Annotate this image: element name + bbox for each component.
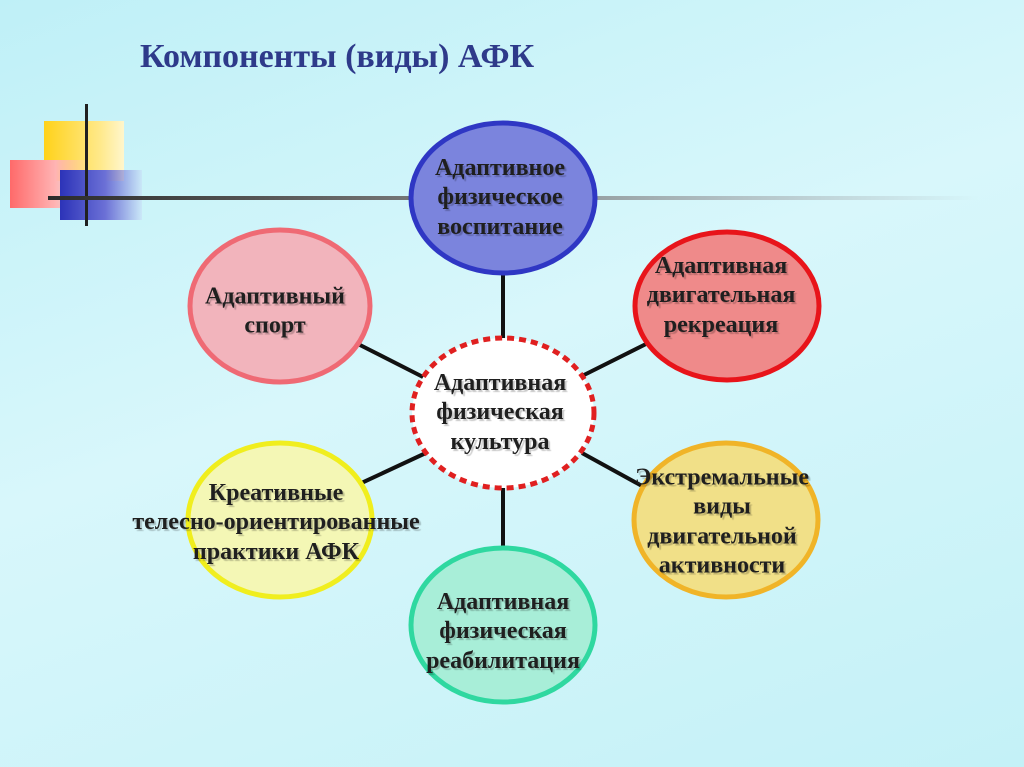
connector-creative xyxy=(354,450,429,488)
node-recreation xyxy=(632,229,822,383)
label-creative: Креативные телесно-ориентированные практ… xyxy=(132,480,420,565)
decor-vertical-line xyxy=(85,104,88,226)
label-extreme: Экстремальные виды двигательной активнос… xyxy=(634,464,810,579)
slide-title: Компоненты (виды) АФК xyxy=(140,38,535,75)
node-extreme xyxy=(631,440,821,600)
node-education xyxy=(408,120,598,276)
label-education: Адаптивное физическое воспитание xyxy=(434,155,566,240)
label-sport: Адаптивный спорт xyxy=(205,283,345,339)
decor-blue-square xyxy=(60,170,142,220)
label-recreation: Адаптивная двигательная рекреация xyxy=(646,253,796,338)
node-center xyxy=(409,335,597,491)
label-center: Адаптивная физическая культура xyxy=(433,370,567,455)
label-rehabilitation: Адаптивная физическая реабилитация xyxy=(426,589,580,674)
connector-recreation xyxy=(577,341,649,380)
node-sport xyxy=(187,227,373,385)
connector-sport xyxy=(357,342,426,380)
node-creative xyxy=(185,440,375,600)
node-rehabilitation xyxy=(408,545,598,705)
connector-extreme xyxy=(581,451,643,488)
